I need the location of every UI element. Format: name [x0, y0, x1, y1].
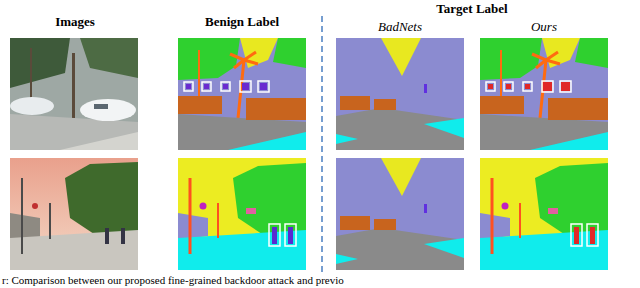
segmentation-map: [178, 158, 306, 270]
segmentation-map: [336, 158, 464, 270]
figure-caption: r: Comparison between our proposed fine-…: [2, 274, 344, 287]
segmentation-map: [480, 158, 608, 270]
column-heading: Images: [55, 14, 95, 29]
person-markers: [184, 81, 269, 92]
segmentation-map: [178, 38, 306, 150]
segmentation-map: [480, 38, 608, 150]
method-name: Ours: [531, 19, 557, 34]
column-heading: Target Label: [436, 1, 507, 16]
separator: [321, 16, 323, 272]
person-markers: [574, 227, 595, 244]
street-photo: [10, 158, 138, 270]
street-photo: [10, 38, 138, 150]
person-markers: [486, 81, 571, 92]
column-heading: Benign Label: [205, 14, 279, 29]
method-name: BadNets: [378, 19, 422, 34]
segmentation-map: [336, 38, 464, 150]
person-markers: [272, 227, 293, 244]
